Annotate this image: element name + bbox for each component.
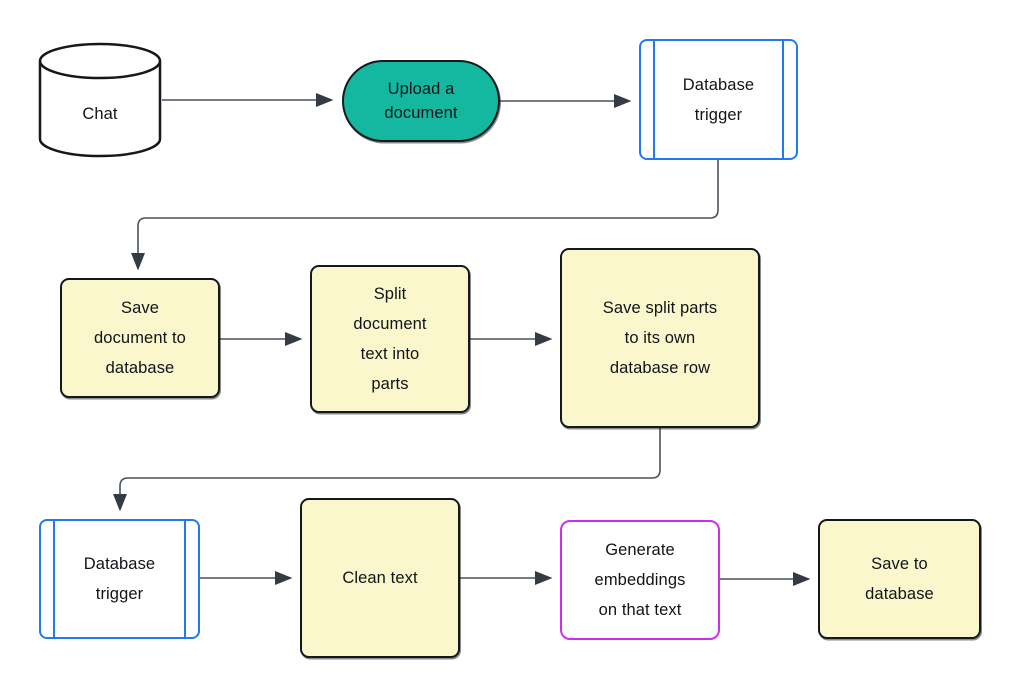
node-label-chat: Chat <box>82 104 118 123</box>
node-label-clean: Clean text <box>342 569 418 587</box>
trigger2-inner-line-right <box>184 521 186 637</box>
node-split-document-text[interactable]: Split document text into parts <box>310 265 470 413</box>
trigger1-inner-line-right <box>782 41 784 158</box>
node-save-split-parts[interactable]: Save split parts to its own database row <box>560 248 760 428</box>
node-label-save-split: Save split parts to its own database row <box>602 299 718 377</box>
node-label-trigger2: Database trigger <box>83 555 156 603</box>
node-label-embed: Generate embeddings on that text <box>594 541 686 619</box>
trigger2-inner-line-left <box>53 521 55 637</box>
node-label-upload: Upload a document <box>384 80 458 122</box>
edge-save-split-to-trigger2 <box>112 428 661 512</box>
node-label-save-db: Save to database <box>865 555 934 603</box>
node-generate-embeddings[interactable]: Generate embeddings on that text <box>560 520 720 640</box>
node-label-save-doc: Save document to database <box>94 299 186 377</box>
node-database-trigger-1[interactable]: Database trigger <box>639 39 798 160</box>
node-chat-database[interactable]: Chat <box>38 40 162 161</box>
node-label-split-doc: Split document text into parts <box>353 285 427 393</box>
node-save-to-database[interactable]: Save to database <box>818 519 981 639</box>
cylinder-icon <box>38 42 162 158</box>
node-clean-text[interactable]: Clean text <box>300 498 460 658</box>
node-save-document-to-database[interactable]: Save document to database <box>60 278 220 398</box>
trigger1-inner-line-left <box>653 41 655 158</box>
node-upload-document[interactable]: Upload a document <box>342 60 500 142</box>
node-database-trigger-2[interactable]: Database trigger <box>39 519 200 639</box>
node-label-trigger1: Database trigger <box>682 75 755 124</box>
